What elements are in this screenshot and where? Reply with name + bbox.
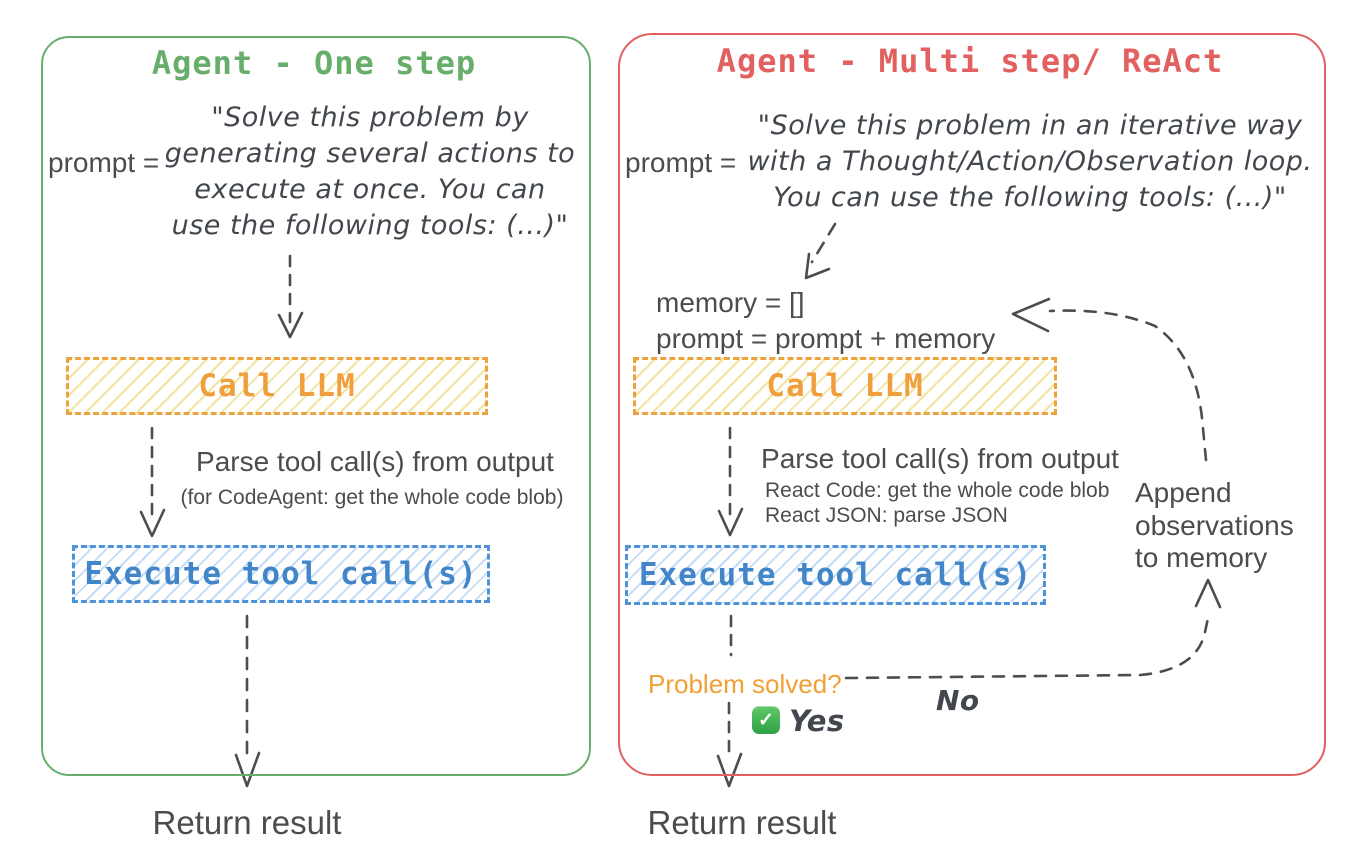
call-llm-box-right: Call LLM: [633, 357, 1057, 415]
execute-label-left: Execute tool call(s): [84, 556, 478, 592]
prompt-text-right-line1: "Solve this problem in an iterative way: [757, 110, 1303, 141]
prompt-label-right: prompt =: [625, 147, 737, 178]
execute-label-right: Execute tool call(s): [638, 557, 1033, 593]
parse-text-left: Parse tool call(s) from output: [196, 446, 554, 477]
problem-solved-label: Problem solved?: [648, 669, 842, 699]
one-step-title: Agent - One step: [151, 44, 477, 82]
multi-step-panel: [618, 33, 1326, 776]
prompt-text-left: "Solve this problem by generating severa…: [150, 100, 590, 244]
yes-check-icon: ✓: [752, 706, 780, 734]
append-line2: observations: [1135, 509, 1294, 541]
prompt-text-left-line2: generating several actions to: [164, 138, 576, 169]
call-llm-label-left: Call LLM: [198, 368, 356, 404]
call-llm-label-right: Call LLM: [766, 368, 924, 404]
prompt-plus-memory-line: prompt = prompt + memory: [656, 323, 996, 354]
parse-text-right: Parse tool call(s) from output: [761, 443, 1119, 474]
append-line3: to memory: [1135, 542, 1268, 573]
parse-note-right-line1: React Code: get the whole code blob: [765, 479, 1110, 502]
no-label: No: [936, 684, 980, 717]
parse-note-right-line2: React JSON: parse JSON: [765, 504, 1008, 527]
prompt-text-left-line4: use the following tools: (...)": [171, 210, 569, 241]
multi-step-title: Agent - Multi step/ ReAct: [716, 42, 1224, 80]
append-observations-text: Append observations to memory: [1135, 477, 1294, 575]
execute-box-left: Execute tool call(s): [72, 545, 490, 603]
prompt-text-right: "Solve this problem in an iterative way …: [740, 108, 1320, 216]
append-line1: Append: [1135, 477, 1232, 508]
execute-box-right: Execute tool call(s): [625, 545, 1046, 605]
return-result-right: Return result: [647, 804, 837, 841]
prompt-text-right-line2: with a Thought/Action/Observation loop.: [747, 146, 1313, 177]
return-result-left: Return result: [152, 804, 342, 841]
prompt-label-left: prompt =: [48, 147, 160, 178]
check-glyph: ✓: [758, 709, 774, 731]
prompt-text-right-line3: You can use the following tools: (...)": [773, 182, 1287, 213]
call-llm-box-left: Call LLM: [66, 357, 488, 415]
yes-label: Yes: [789, 704, 845, 738]
one-step-panel: [41, 36, 591, 776]
prompt-text-left-line1: "Solve this problem by: [211, 102, 529, 133]
prompt-text-left-line3: execute at once. You can: [194, 174, 546, 205]
memory-init-line: memory = []: [656, 287, 805, 318]
parse-note-left: (for CodeAgent: get the whole code blob): [180, 486, 564, 509]
